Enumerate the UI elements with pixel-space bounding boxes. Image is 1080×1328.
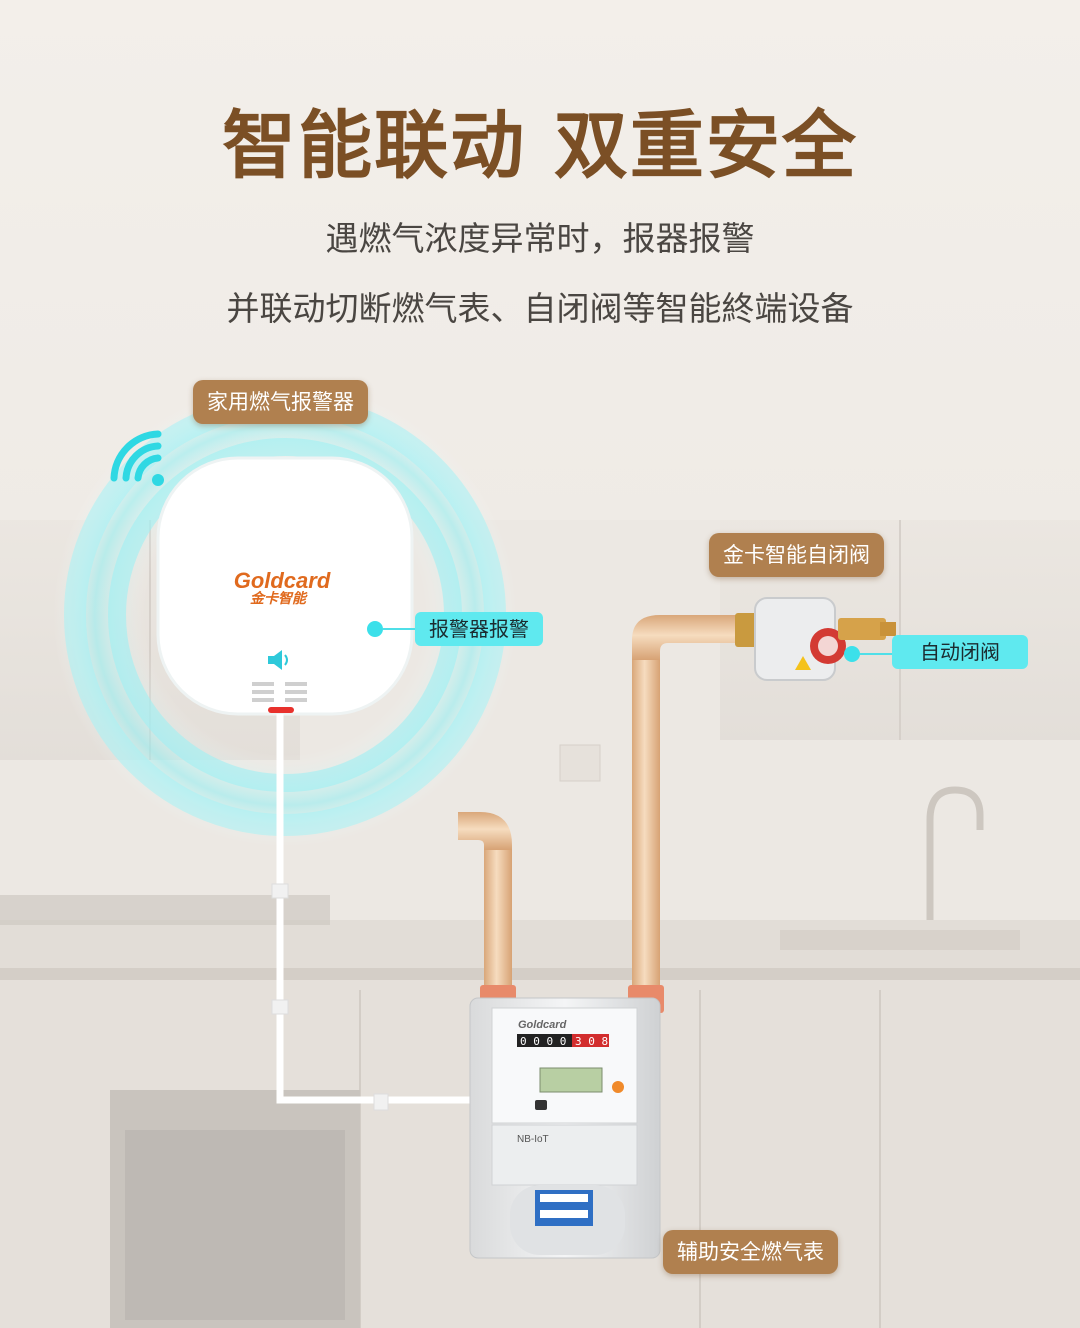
label-auto-close-valve: 自动闭阀 xyxy=(892,635,1028,669)
svg-text:NB-IoT: NB-IoT xyxy=(517,1134,549,1145)
svg-text:金卡智能: 金卡智能 xyxy=(250,590,308,607)
subtitle-line-2: 并联动切断燃气表、自闭阀等智能終端设备 xyxy=(226,289,854,328)
auto-close-connector xyxy=(860,653,892,655)
valve-device xyxy=(735,597,896,681)
gas-meter: Goldcard 0 0 0 0 3 0 8 NB-IoT xyxy=(469,997,661,1259)
alarm-ring-dot xyxy=(367,621,383,637)
alarm-brand-logo: Goldcard xyxy=(234,568,331,593)
auto-close-dot xyxy=(844,646,860,662)
page-title: 智能联动 双重安全 xyxy=(222,103,858,189)
svg-text:Goldcard: Goldcard xyxy=(518,1019,567,1031)
svg-text:3 0 8: 3 0 8 xyxy=(575,1035,608,1048)
alarm-ring-connector xyxy=(383,628,415,630)
subtitle-line-1: 遇燃气浓度异常时，报器报警 xyxy=(325,219,755,258)
wifi-icon xyxy=(110,430,164,486)
speaker-icon xyxy=(268,650,288,670)
svg-text:0 0 0 0: 0 0 0 0 xyxy=(520,1035,566,1048)
label-alarm-ringing: 报警器报警 xyxy=(415,612,543,646)
label-safety-gas-meter: 辅助安全燃气表 xyxy=(663,1230,838,1274)
label-goldcard-valve: 金卡智能自闭阀 xyxy=(709,533,884,577)
label-household-gas-alarm: 家用燃气报警器 xyxy=(193,380,368,424)
